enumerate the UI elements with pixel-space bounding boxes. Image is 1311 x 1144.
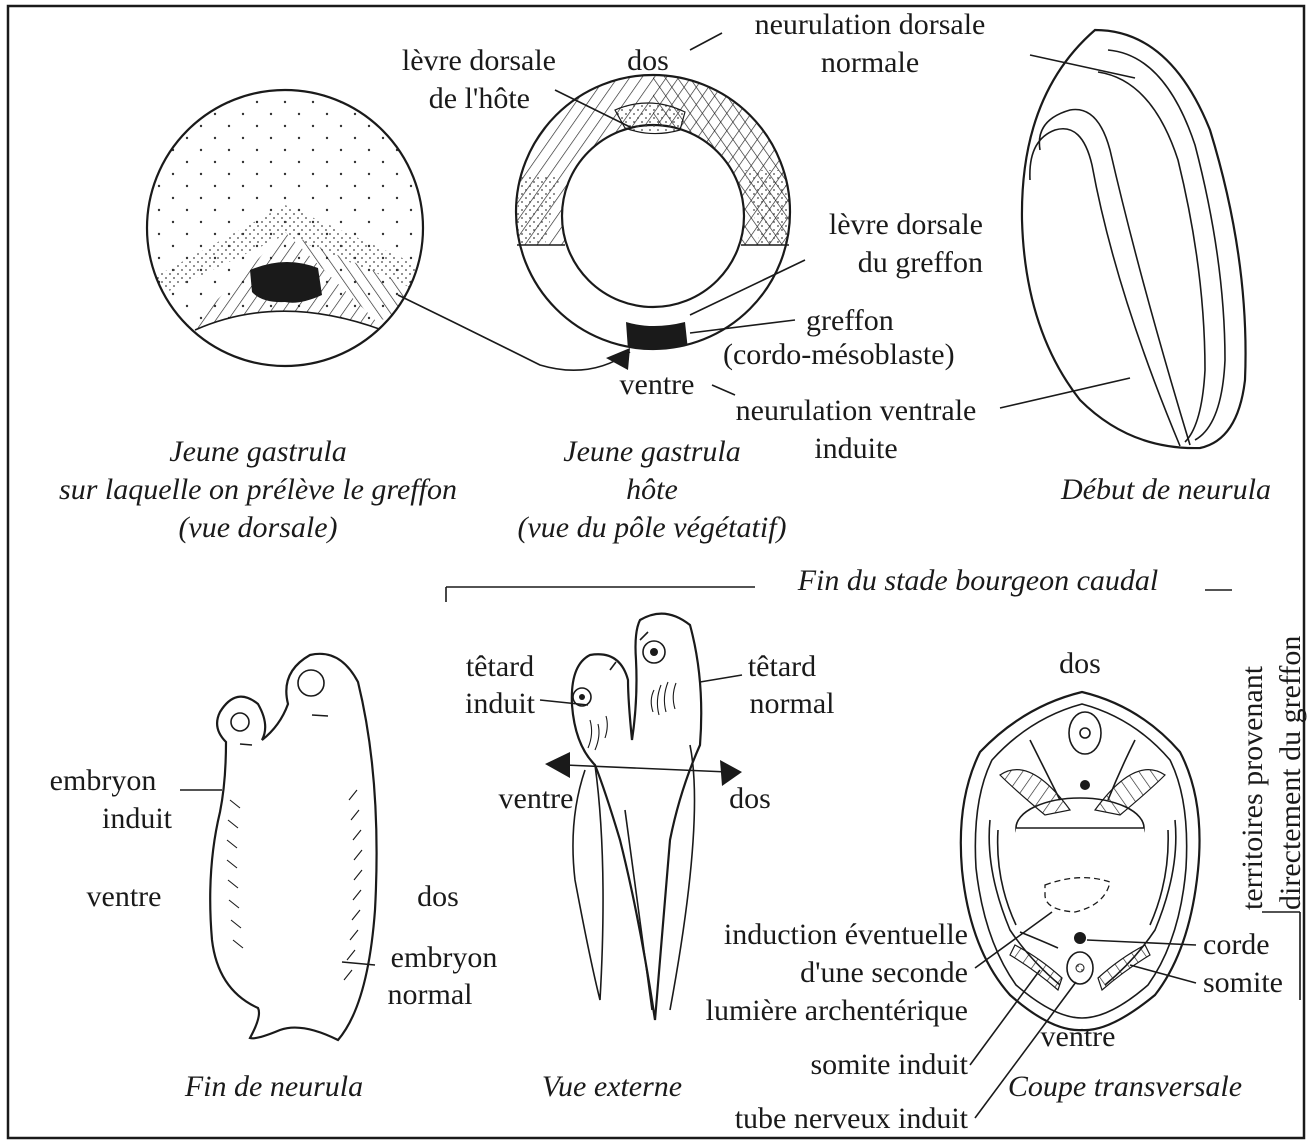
label-neurulation-dorsale: neurulation dorsale [755, 8, 986, 41]
caption-host-2: hôte [626, 473, 678, 506]
label-corde: corde [1203, 928, 1270, 961]
label-normal: normal [750, 687, 835, 720]
label-dos-left: dos [417, 880, 459, 913]
caption-host-1: Jeune gastrula [563, 435, 740, 468]
label-neurulation-ventrale: neurulation ventrale [736, 394, 977, 427]
late-neurula-drawing [210, 654, 376, 1040]
label-de-l-hote: de l'hôte [429, 82, 530, 115]
label-embryon-induit-2: induit [102, 802, 173, 835]
caption-fin-bourgeon: Fin du stade bourgeon caudal [797, 564, 1159, 597]
caption-donor-1: Jeune gastrula [169, 435, 346, 468]
label-somite: somite [1203, 966, 1283, 999]
caption-coupe-transversale: Coupe transversale [1008, 1070, 1242, 1103]
label-ventre-section: ventre [1041, 1020, 1116, 1053]
label-induit: induit [465, 687, 536, 720]
label-greffon: greffon [806, 304, 894, 337]
caption-host-3: (vue du pôle végétatif) [517, 511, 786, 544]
label-embryon-normal-2: normal [388, 978, 473, 1011]
label-dos-section: dos [1059, 647, 1101, 680]
label-du-greffon: du greffon [858, 246, 983, 279]
label-induite: induite [814, 432, 897, 465]
caption-vue-externe: Vue externe [542, 1070, 682, 1103]
label-tube-nerveux: tube nerveux induit [735, 1102, 969, 1135]
label-somite-induit: somite induit [811, 1048, 969, 1081]
early-neurula-drawing [1022, 30, 1246, 448]
label-tetard-induit: têtard [466, 650, 534, 683]
label-dos-top: dos [627, 44, 669, 77]
label-neurulation-normale: normale [821, 46, 919, 79]
label-induction: induction éventuelle [724, 918, 968, 951]
caption-donor-3: (vue dorsale) [178, 511, 337, 544]
label-embryon-normal: embryon [391, 941, 498, 974]
label-levre-hote: lèvre dorsale [402, 44, 556, 77]
caption-debut-neurula: Début de neurula [1060, 473, 1271, 506]
external-view-drawing [545, 614, 742, 1020]
label-cordo-mesoblaste: (cordo-mésoblaste) [723, 338, 955, 371]
cross-section-drawing [961, 692, 1200, 1030]
label-lumiere: lumière archentérique [706, 994, 968, 1027]
label-directement: directement du greffon [1274, 636, 1307, 910]
label-levre-greffon: lèvre dorsale [829, 208, 983, 241]
label-territoires: territoires provenant [1236, 665, 1269, 910]
label-seconde: d'une seconde [800, 956, 968, 989]
label-ventre-top: ventre [620, 368, 695, 401]
label-dos-mid: dos [729, 782, 771, 815]
caption-fin-neurula: Fin de neurula [184, 1070, 363, 1103]
label-ventre-mid: ventre [499, 782, 574, 815]
label-ventre-left: ventre [87, 880, 162, 913]
caption-donor-2: sur laquelle on prélève le greffon [59, 473, 457, 506]
label-embryon-induit: embryon [50, 764, 157, 797]
label-tetard-normal: têtard [748, 650, 816, 683]
